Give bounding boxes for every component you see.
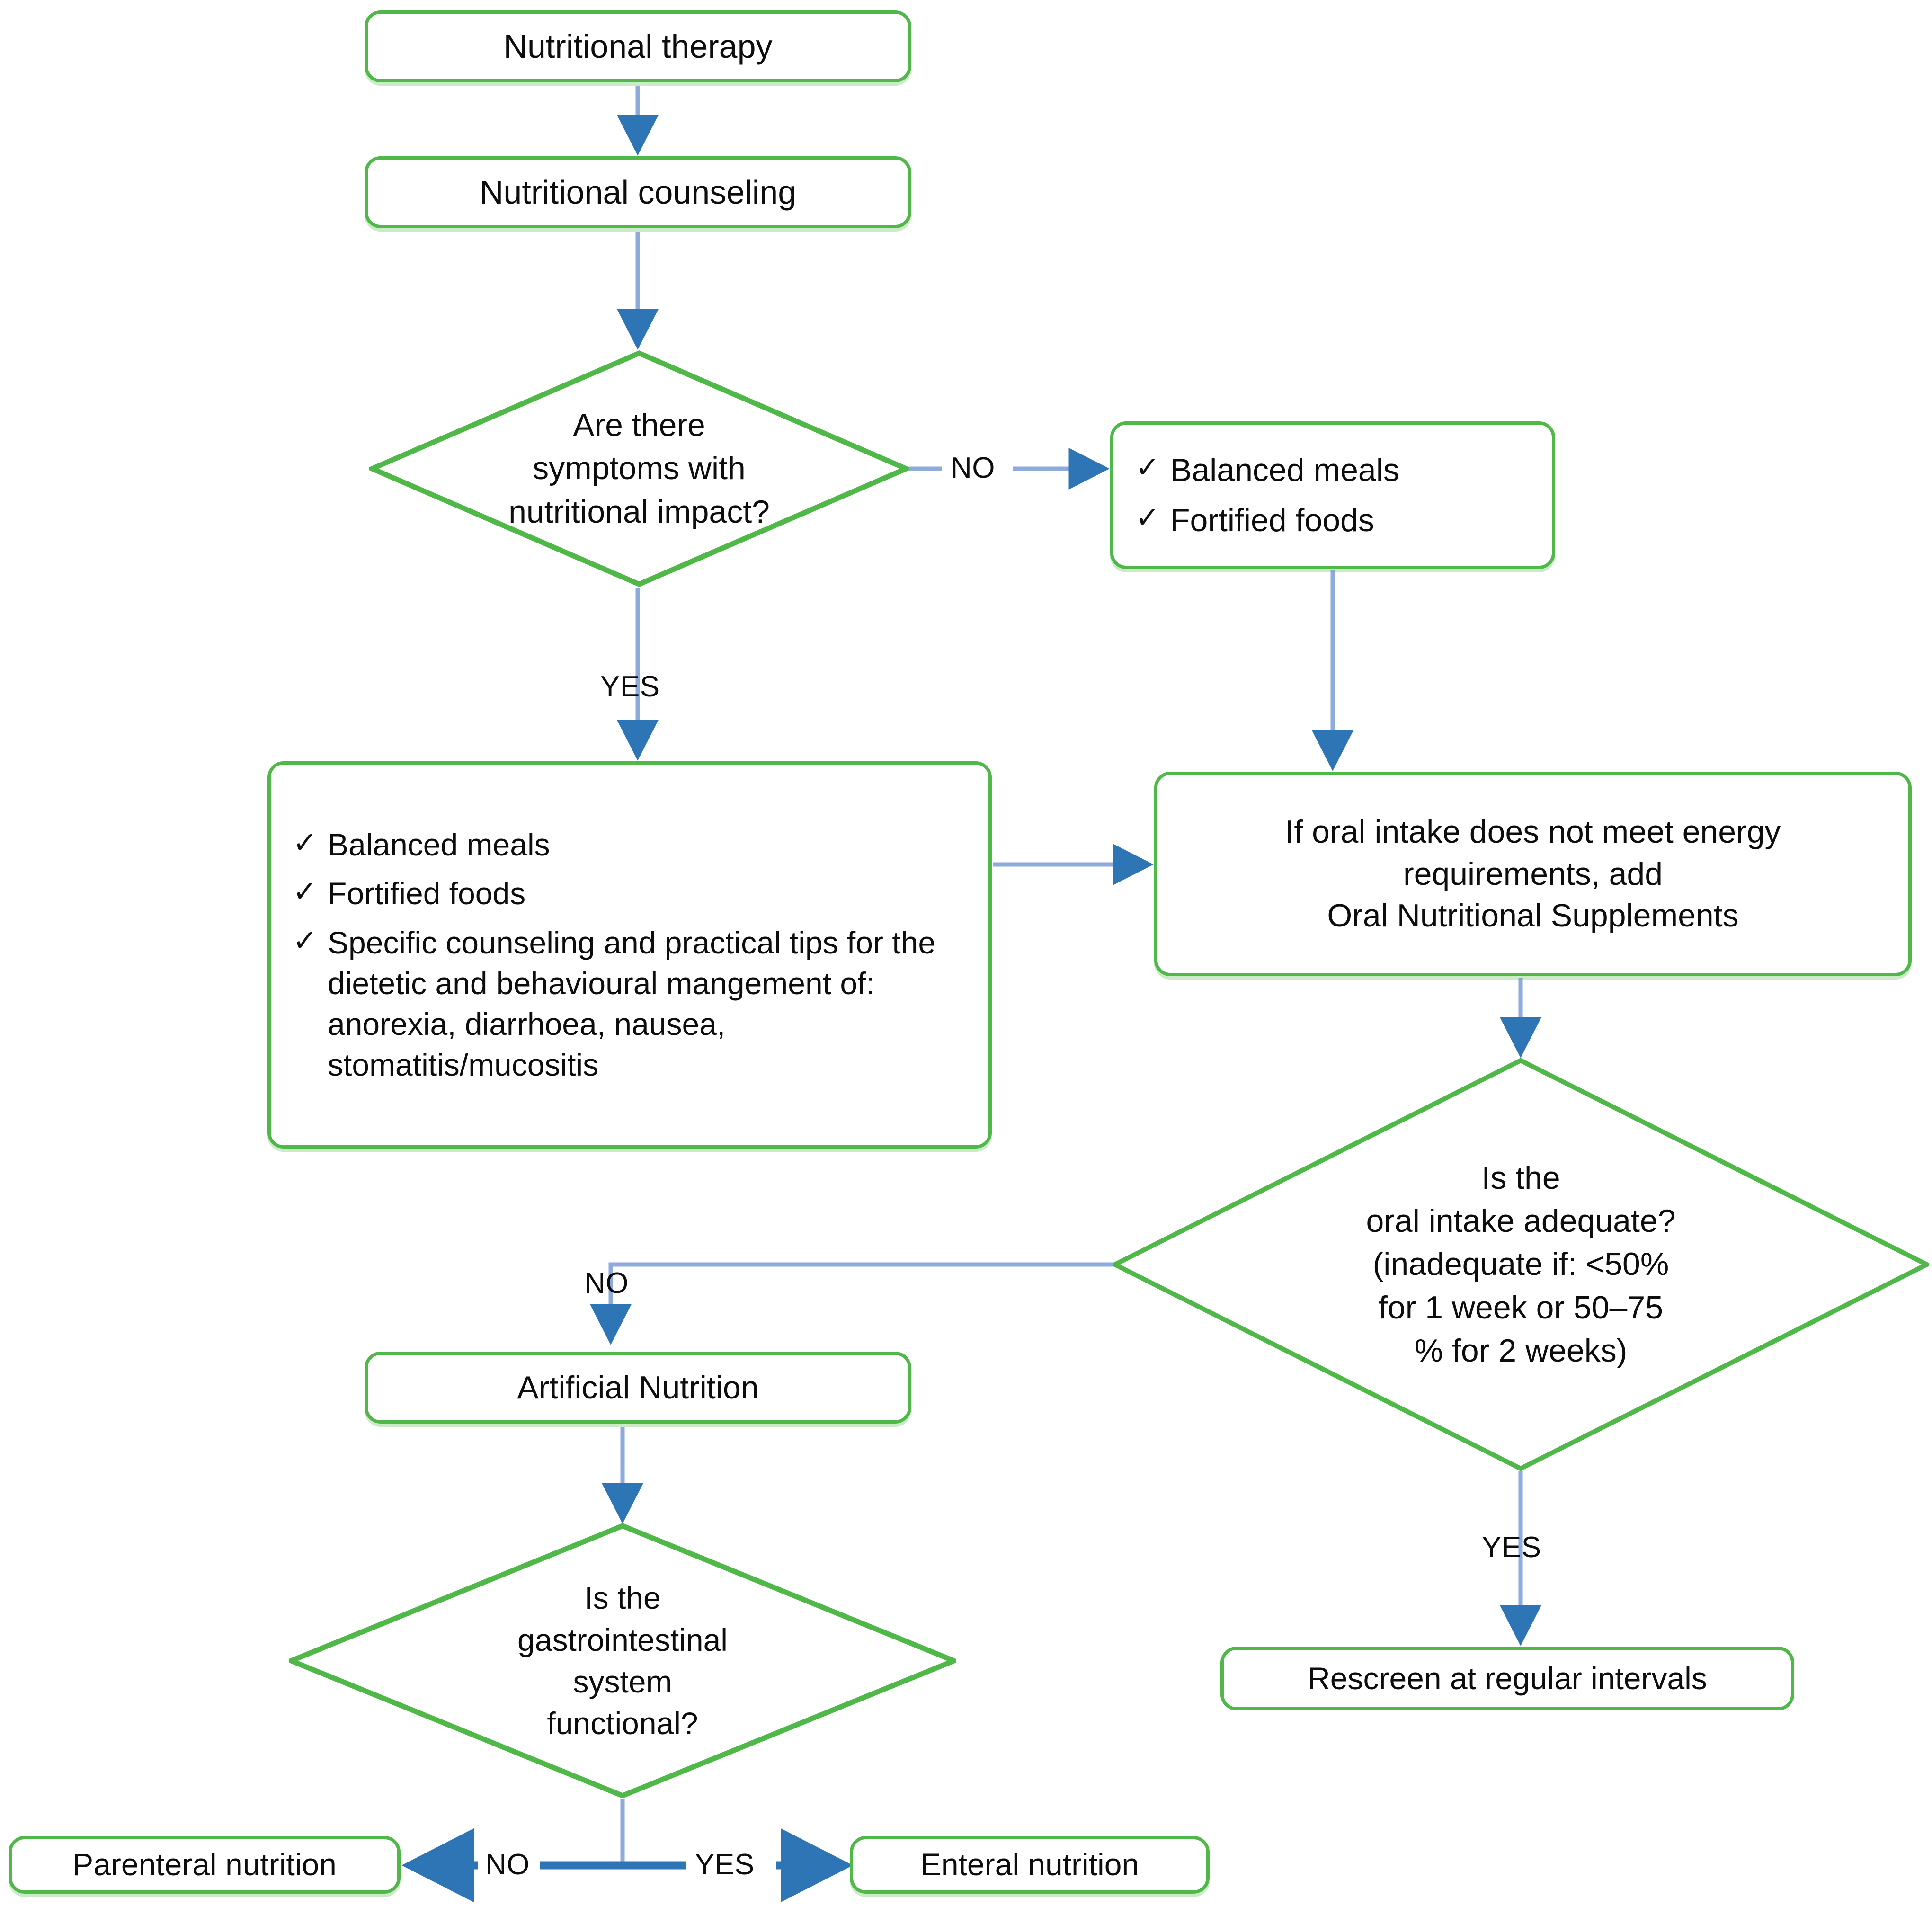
list-item-label: Fortified foods (1170, 502, 1374, 538)
node-oral-nutritional-supplements[interactable]: If oral intake does not meet energy requ… (1154, 772, 1912, 976)
list-item-label: Balanced meals (1170, 452, 1399, 488)
node-artificial-nutrition[interactable]: Artificial Nutrition (365, 1352, 911, 1424)
list-item: ✓ Balanced meals (1135, 449, 1552, 491)
list-item-label: Specific counseling and practical tips f… (328, 925, 936, 1082)
decision-line: nutritional impact? (508, 493, 770, 530)
decision-is-gastrointestinal-system-functional[interactable]: Is the gastrointestinal system functiona… (289, 1523, 956, 1798)
node-label: Rescreen at regular intervals (1308, 1660, 1707, 1696)
node-label: Nutritional counseling (479, 173, 797, 211)
check-icon: ✓ (1135, 501, 1160, 534)
check-icon: ✓ (293, 875, 317, 909)
node-line: Oral Nutritional Supplements (1327, 898, 1739, 934)
list-item-label: Fortified foods (328, 876, 526, 911)
diamond-outline (369, 350, 909, 587)
decision-label: Is the gastrointestinal system functiona… (517, 1577, 728, 1745)
edge-label-symptoms-yes: YES (600, 670, 660, 703)
decision-line: Is the (1481, 1160, 1560, 1196)
decision-label: Are there symptoms with nutritional impa… (508, 404, 770, 533)
node-label: Enteral nutrition (920, 1847, 1140, 1882)
list-item: ✓ Balanced meals (293, 825, 988, 865)
node-label: If oral intake does not meet energy requ… (1280, 811, 1785, 936)
edge-label-oralintake-yes: YES (1482, 1531, 1541, 1564)
decision-line: Is the (584, 1580, 661, 1616)
decision-line: symptoms with (533, 450, 746, 487)
decision-line: Are there (573, 407, 705, 444)
check-icon: ✓ (1135, 451, 1160, 484)
diamond-outline (1113, 1058, 1929, 1471)
edge-oralintake-no-to-artificial (589, 1262, 1113, 1345)
node-rescreen-at-regular-intervals[interactable]: Rescreen at regular intervals (1220, 1647, 1794, 1710)
node-enteral-nutrition[interactable]: Enteral nutrition (850, 1836, 1210, 1894)
decision-line: (inadequate if: <50% (1372, 1246, 1669, 1283)
decision-label: Is the oral intake adequate? (inadequate… (1366, 1157, 1675, 1372)
decision-line: oral intake adequate? (1366, 1203, 1676, 1239)
edge-label-gi-yes: YES (695, 1848, 755, 1881)
node-nutritional-counseling[interactable]: Nutritional counseling (365, 156, 911, 228)
decision-is-oral-intake-adequate[interactable]: Is the oral intake adequate? (inadequate… (1113, 1058, 1929, 1471)
edge-label-oralintake-no: NO (584, 1267, 629, 1300)
checklist: ✓ Balanced meals ✓ Fortified foods (1113, 449, 1552, 542)
list-item: ✓ Fortified foods (293, 873, 988, 914)
node-nutritional-therapy[interactable]: Nutritional therapy (365, 10, 911, 82)
list-item: ✓ Fortified foods (1135, 499, 1552, 541)
decision-line: % for 2 weeks) (1414, 1332, 1628, 1369)
check-icon: ✓ (293, 925, 317, 958)
node-parenteral-nutrition[interactable]: Parenteral nutrition (9, 1836, 401, 1894)
decision-line: functional? (547, 1706, 698, 1741)
decision-line: for 1 week or 50–75 (1378, 1289, 1664, 1326)
diamond-outline (289, 1523, 956, 1798)
node-balanced-meals-fortified-foods[interactable]: ✓ Balanced meals ✓ Fortified foods (1110, 421, 1555, 569)
node-label: Nutritional therapy (503, 27, 773, 65)
node-label: Artificial Nutrition (517, 1369, 759, 1406)
list-item: ✓ Specific counseling and practical tips… (293, 923, 988, 1085)
node-line: If oral intake does not meet energy (1285, 814, 1781, 850)
node-line: requirements, add (1403, 855, 1663, 892)
node-label: Parenteral nutrition (72, 1847, 337, 1882)
checklist: ✓ Balanced meals ✓ Fortified foods ✓ Spe… (271, 825, 988, 1086)
decision-line: system (573, 1664, 672, 1699)
node-specific-counseling-checklist[interactable]: ✓ Balanced meals ✓ Fortified foods ✓ Spe… (267, 761, 992, 1149)
list-item-label: Balanced meals (328, 827, 550, 862)
decision-line: gastrointestinal (517, 1622, 728, 1657)
edge-label-gi-no: NO (485, 1848, 530, 1881)
check-icon: ✓ (293, 826, 317, 859)
decision-symptoms-with-nutritional-impact[interactable]: Are there symptoms with nutritional impa… (369, 350, 909, 587)
edge-label-symptoms-no: NO (951, 452, 995, 484)
